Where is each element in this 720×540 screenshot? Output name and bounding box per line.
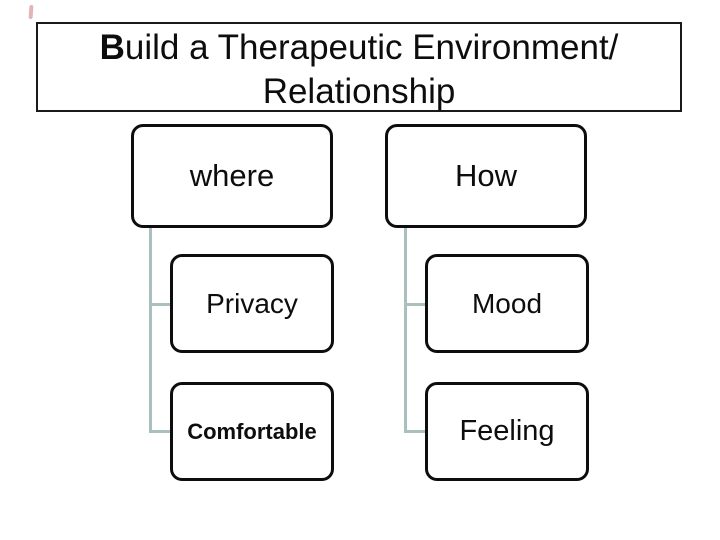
slide-title-box: Build a Therapeutic Environment/ Relatio… [36,22,682,112]
diagram-node-feeling-label: Feeling [459,415,555,447]
diagram-node-how: How [385,124,587,228]
diagram-node-how-label: How [454,158,517,193]
connector-trunk-where [149,228,152,433]
diagram-node-comfortable: Comfortable [170,382,334,481]
connector-stub-mood [407,303,425,306]
connector-stub-feeling [404,430,425,433]
diagram-node-privacy-label: Privacy [206,287,298,319]
slide-title-line1: Build a Therapeutic Environment/ [38,26,680,70]
connector-stub-privacy [152,303,170,306]
diagram-node-mood: Mood [425,254,589,353]
diagram-node-where-label: where [189,158,275,193]
connector-stub-comfortable [149,430,170,433]
diagram-node-privacy: Privacy [170,254,334,353]
slide-title-line1-rest: uild a Therapeutic Environment/ [124,28,619,67]
slide-title-bold-initial: B [99,28,125,67]
slide-title-line2: Relationship [262,72,456,111]
diagram-node-feeling: Feeling [425,382,589,481]
diagram-node-mood-label: Mood [471,287,543,319]
diagram-node-comfortable-label: Comfortable [187,418,317,444]
connector-trunk-how [404,228,407,433]
diagram-node-where: where [131,124,333,228]
red-pen-mark [28,4,34,20]
